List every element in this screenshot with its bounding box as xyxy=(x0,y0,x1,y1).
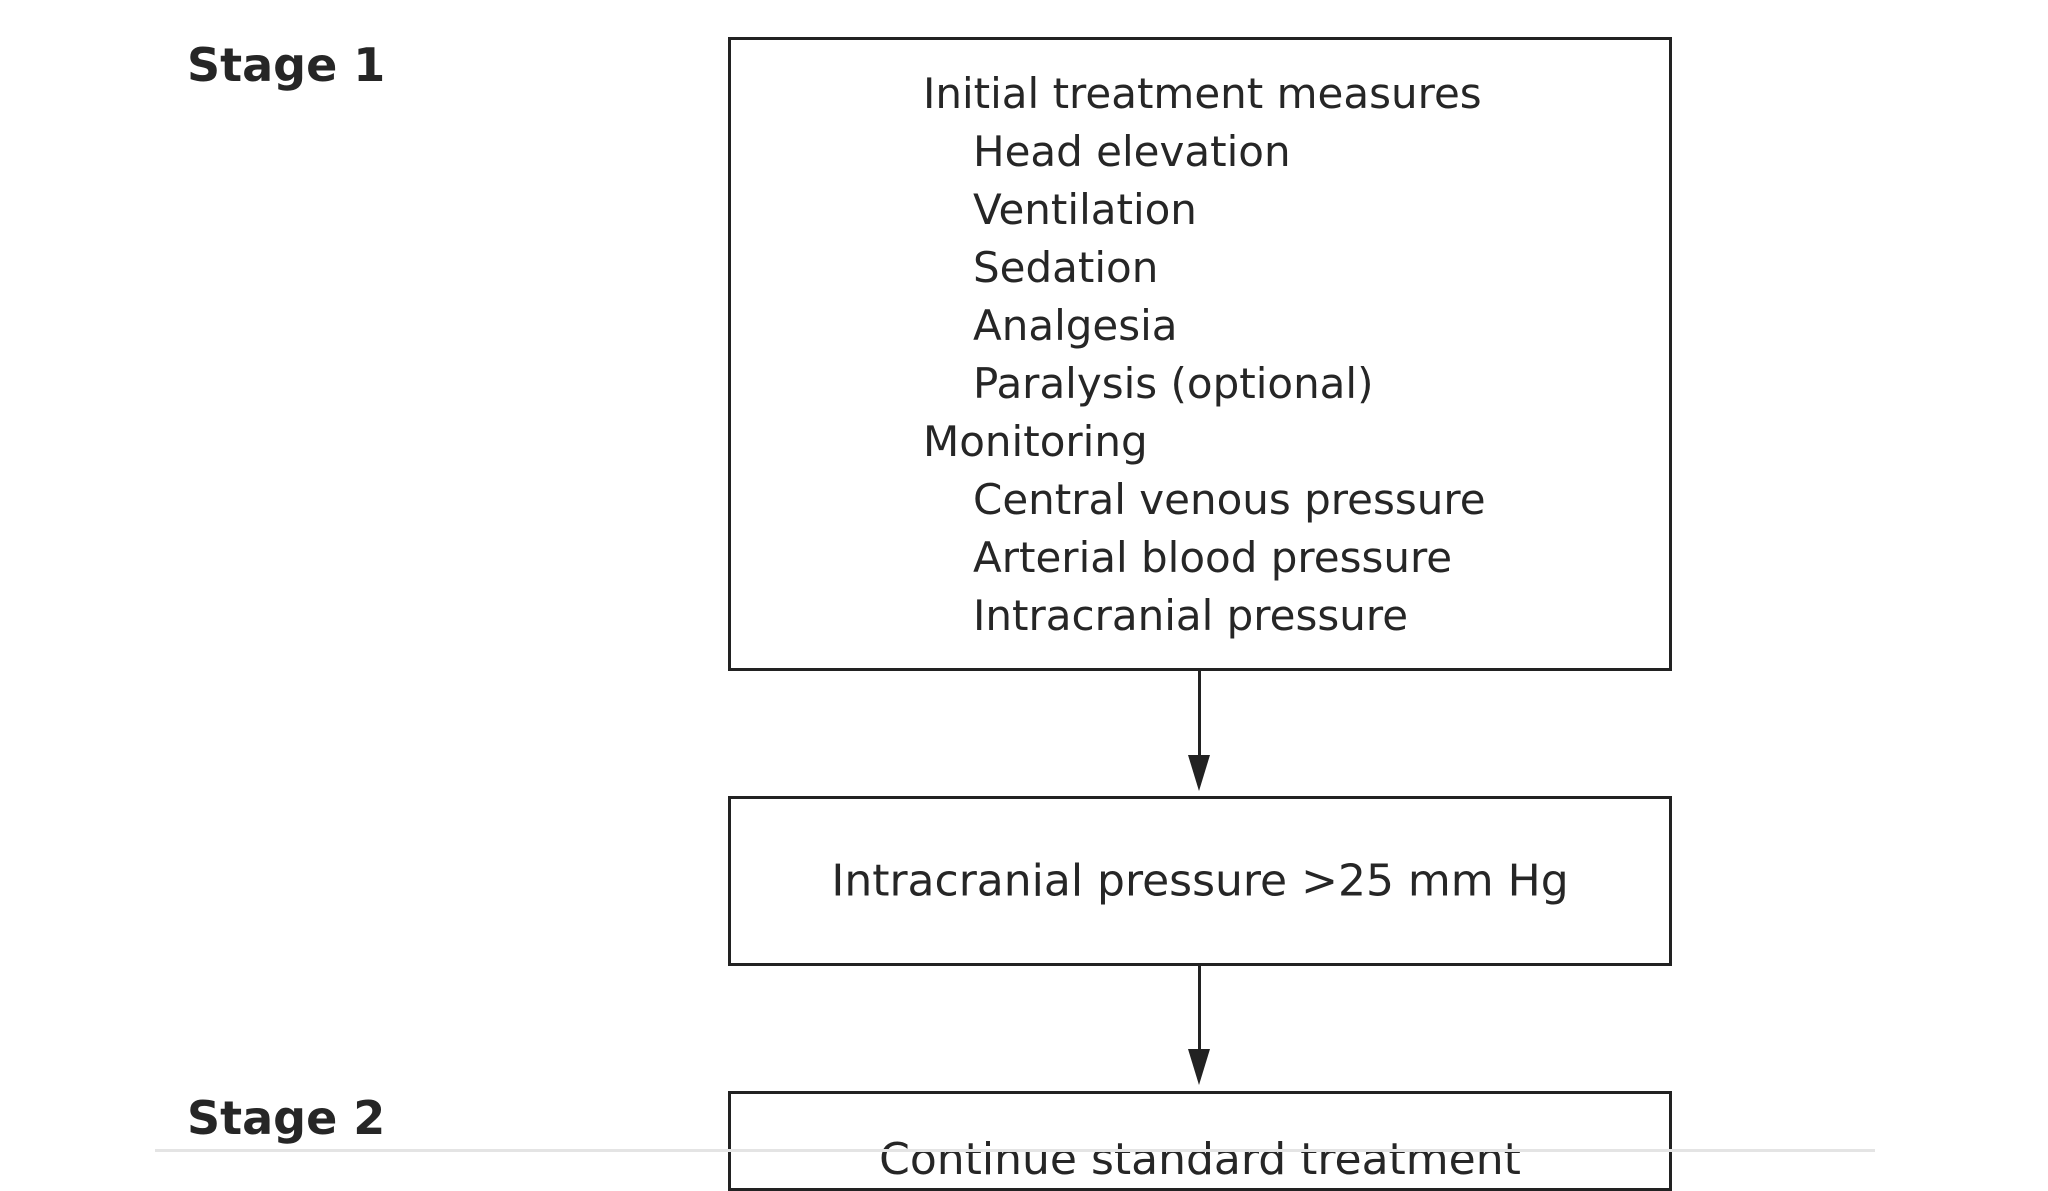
list-item: Ventilation xyxy=(973,185,1197,234)
list-item: Sedation xyxy=(973,243,1159,292)
stage-2-label: Stage 2 xyxy=(187,1091,386,1145)
treatment-list: Initial treatment measures Head elevatio… xyxy=(923,65,1486,645)
list-item: Arterial blood pressure xyxy=(973,533,1453,582)
arrow-down-icon xyxy=(1188,755,1210,791)
list-item: Head elevation xyxy=(973,127,1291,176)
stage-2-box-text: Continue standard treatment xyxy=(879,1134,1521,1185)
list-item: Initial treatment measures xyxy=(923,69,1482,118)
list-item: Monitoring xyxy=(923,417,1148,466)
bottom-divider xyxy=(155,1149,1875,1152)
icp-threshold-text: Intracranial pressure >25 mm Hg xyxy=(831,855,1569,907)
list-item: Paralysis (optional) xyxy=(973,359,1374,408)
stage-2-box: Continue standard treatment xyxy=(728,1091,1672,1191)
list-item: Intracranial pressure xyxy=(973,591,1409,640)
arrow-2-shaft xyxy=(1198,966,1201,1051)
initial-treatment-box: Initial treatment measures Head elevatio… xyxy=(728,37,1672,671)
list-item: Central venous pressure xyxy=(973,475,1486,524)
arrow-down-icon xyxy=(1188,1049,1210,1085)
list-item: Analgesia xyxy=(973,301,1178,350)
arrow-1-shaft xyxy=(1198,671,1201,757)
stage-1-label: Stage 1 xyxy=(187,38,386,92)
icp-threshold-box: Intracranial pressure >25 mm Hg xyxy=(728,796,1672,966)
